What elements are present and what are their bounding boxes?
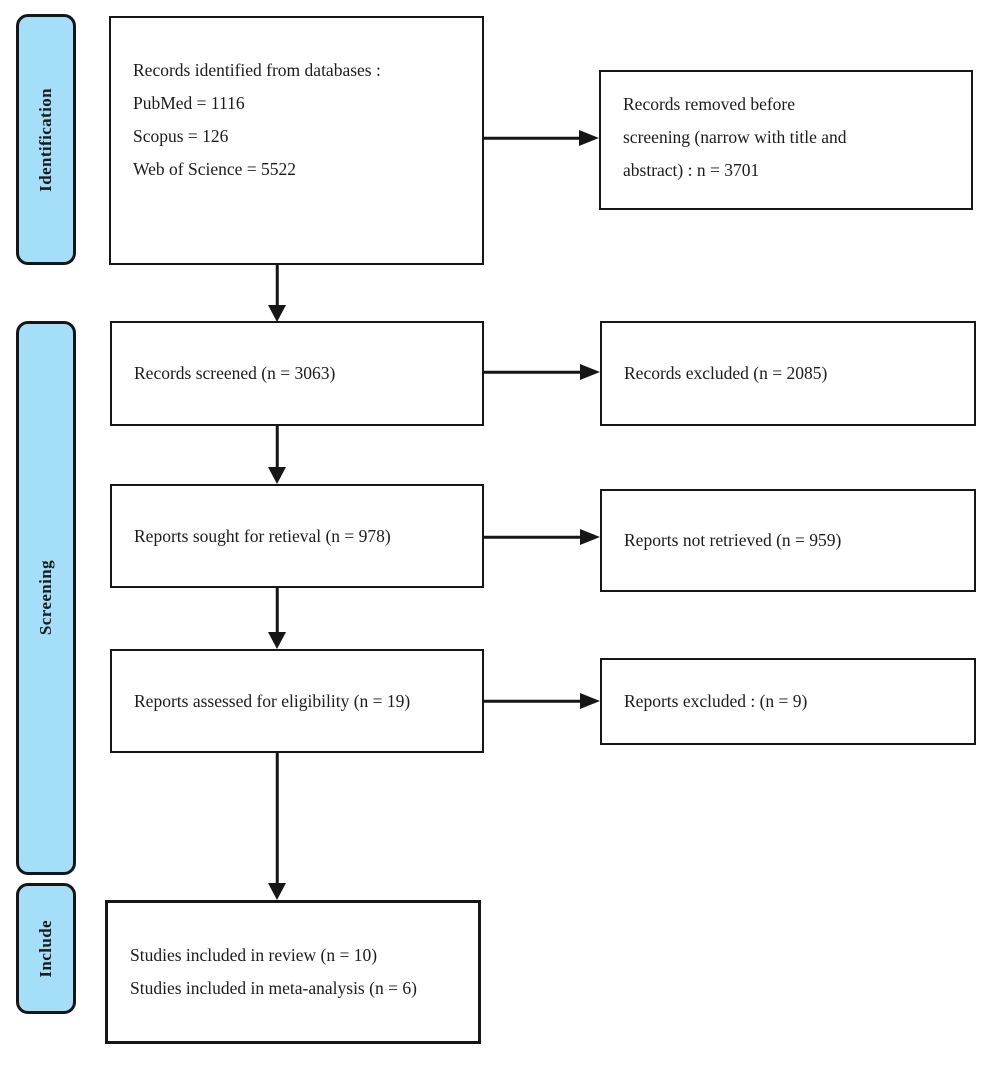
stage-label-include: Include	[36, 919, 55, 978]
reports-excluded-box: Reports excluded : (n = 9)	[600, 658, 976, 745]
arrow-right-head-icon	[580, 693, 600, 709]
box-text-line: Reports assessed for eligibility (n = 19…	[134, 690, 411, 711]
records-removed-box: Records removed before screening (narrow…	[599, 70, 973, 210]
box-text-line: Reports not retrieved (n = 959)	[624, 530, 842, 550]
arrow-shaft	[275, 753, 279, 888]
reports-sought-box: Reports sought for retieval (n = 978)	[110, 484, 484, 588]
arrow-right-head-icon	[580, 364, 600, 380]
arrow-shaft	[275, 426, 279, 472]
box-text-line: Scopus = 126	[133, 126, 229, 146]
arrow-shaft	[275, 588, 279, 637]
box-text-line: Studies included in meta-analysis (n = 6…	[130, 978, 417, 998]
reports-assessed-box: Reports assessed for eligibility (n = 19…	[110, 649, 484, 753]
arrow-down-head-icon	[268, 632, 286, 649]
stage-bar-include: Include	[16, 883, 76, 1014]
reports-not-retrieved-box: Reports not retrieved (n = 959)	[600, 489, 976, 592]
stage-label-identification: Identification	[36, 87, 55, 192]
arrow-shaft	[275, 265, 279, 310]
arrow-identified-to-screened	[267, 265, 287, 322]
arrow-assessed-to-reports-excluded	[484, 693, 600, 709]
arrow-shaft	[484, 699, 586, 703]
stage-bar-screening: Screening	[16, 321, 76, 875]
arrow-shaft	[484, 136, 585, 140]
arrow-sought-to-not-retrieved	[484, 529, 600, 545]
arrow-right-head-icon	[580, 529, 600, 545]
box-text-line: Records screened (n = 3063)	[134, 363, 336, 383]
arrow-screened-to-excluded	[484, 364, 600, 380]
box-text-line: Records removed before	[623, 94, 796, 114]
box-text-line: Records identified from databases :	[133, 60, 381, 80]
arrow-shaft	[484, 535, 586, 539]
records-excluded-box: Records excluded (n = 2085)	[600, 321, 976, 426]
studies-included-box: Studies included in review (n = 10) Stud…	[105, 900, 481, 1044]
box-text-line: screening (narrow with title and	[623, 127, 847, 147]
arrow-assessed-to-included	[267, 753, 287, 900]
records-identified-box: Records identified from databases : PubM…	[109, 16, 484, 265]
box-text-line: Reports sought for retieval (n = 978)	[134, 525, 391, 546]
stage-label-screening: Screening	[36, 560, 55, 636]
arrow-down-head-icon	[268, 883, 286, 900]
arrow-screened-to-sought	[267, 426, 287, 484]
box-text-line: PubMed = 1116	[133, 93, 245, 113]
stage-bar-identification: Identification	[16, 14, 76, 265]
arrow-shaft	[484, 370, 586, 374]
box-text-line: abstract) : n = 3701	[623, 160, 760, 180]
arrow-down-head-icon	[268, 467, 286, 484]
box-text-line: Web of Science = 5522	[133, 159, 296, 179]
box-text-line: Records excluded (n = 2085)	[624, 363, 828, 383]
arrow-right-head-icon	[579, 130, 599, 146]
arrow-identified-to-removed	[484, 130, 599, 146]
arrow-down-head-icon	[268, 305, 286, 322]
records-screened-box: Records screened (n = 3063)	[110, 321, 484, 426]
box-text-line: Reports excluded : (n = 9)	[624, 691, 808, 711]
arrow-sought-to-assessed	[267, 588, 287, 649]
box-text-line: Studies included in review (n = 10)	[130, 945, 378, 965]
